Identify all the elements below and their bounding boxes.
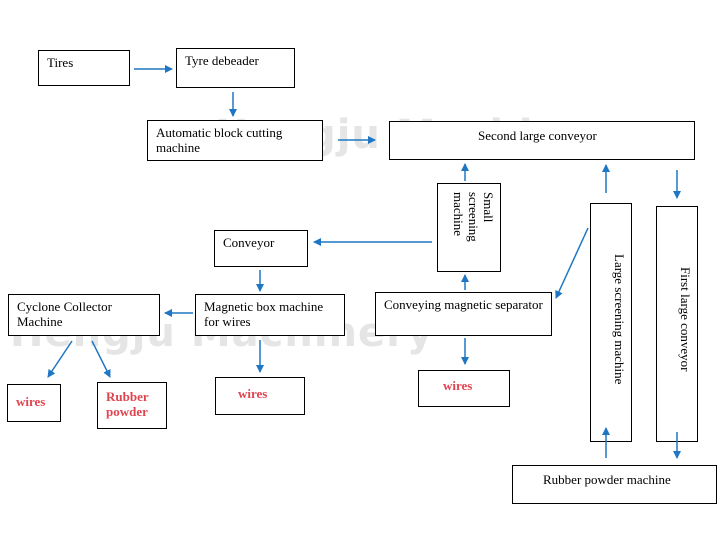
box-cyclone: Cyclone Collector Machine xyxy=(8,294,160,336)
box-conveying-separator: Conveying magnetic separator xyxy=(375,292,552,336)
box-conveyor: Conveyor xyxy=(214,230,308,267)
box-small-screening: Small screening machine xyxy=(437,183,501,272)
arrow-large-screening-to-separator xyxy=(555,227,589,299)
box-tyre-debeader: Tyre debeader xyxy=(176,48,295,88)
box-rubber-powder-machine: Rubber powder machine xyxy=(512,465,717,504)
box-wires-output-2: wires xyxy=(215,377,305,415)
box-magnetic-box: Magnetic box machine for wires xyxy=(195,294,345,336)
arrow-cyclone-to-rubber-powder xyxy=(91,340,111,378)
box-block-cutting: Automatic block cutting machine xyxy=(147,120,323,161)
box-wires-output-1: wires xyxy=(7,384,61,422)
box-tires: Tires xyxy=(38,50,130,86)
box-wires-output-3: wires xyxy=(418,370,510,407)
box-large-screening: Large screening machine xyxy=(590,203,632,442)
box-rubber-powder-output: Rubber powder xyxy=(97,382,167,429)
arrow-cyclone-to-wires xyxy=(47,340,73,378)
box-second-conveyor: Second large conveyor xyxy=(389,121,695,160)
box-first-conveyor: First large conveyor xyxy=(656,206,698,442)
